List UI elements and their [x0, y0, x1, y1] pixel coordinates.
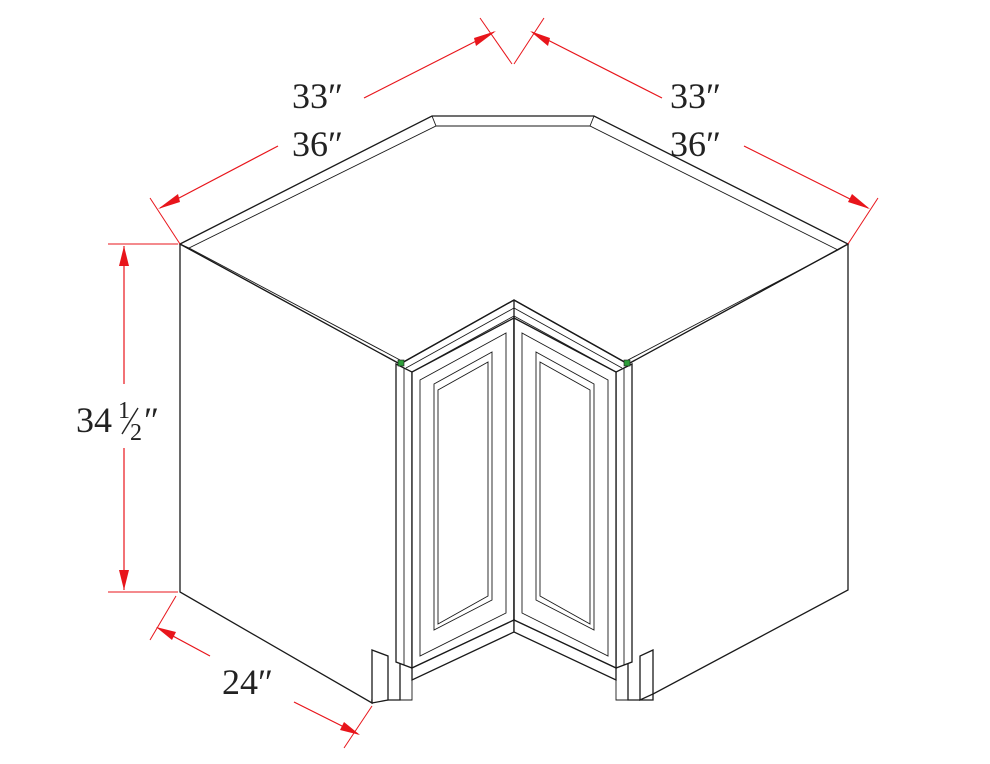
- height-label: 34 1 2 ″: [76, 398, 159, 446]
- height-frac-denominator: 2: [130, 420, 142, 446]
- dimension-depth: [149, 595, 373, 749]
- left-door: [411, 316, 515, 670]
- left-hinge-marker: [397, 359, 405, 367]
- toe-kick: [371, 618, 654, 704]
- height-inch-mark: ″: [144, 400, 159, 440]
- top-right-inner-label: 33″: [670, 76, 721, 116]
- dimension-top-right: [513, 17, 879, 245]
- top-left-inner-label: 33″: [292, 76, 343, 116]
- right-door: [513, 316, 617, 670]
- top-right-outer-label: 36″: [670, 124, 721, 164]
- depth-label: 24″: [222, 662, 273, 702]
- dimension-height: [108, 243, 178, 593]
- dimension-top-left: [149, 17, 513, 245]
- top-left-outer-label: 36″: [292, 124, 343, 164]
- cabinet-body: [178, 115, 850, 705]
- right-hinge-marker: [623, 359, 631, 367]
- height-frac-numerator: 1: [118, 398, 130, 424]
- height-whole-label: 34: [76, 400, 112, 440]
